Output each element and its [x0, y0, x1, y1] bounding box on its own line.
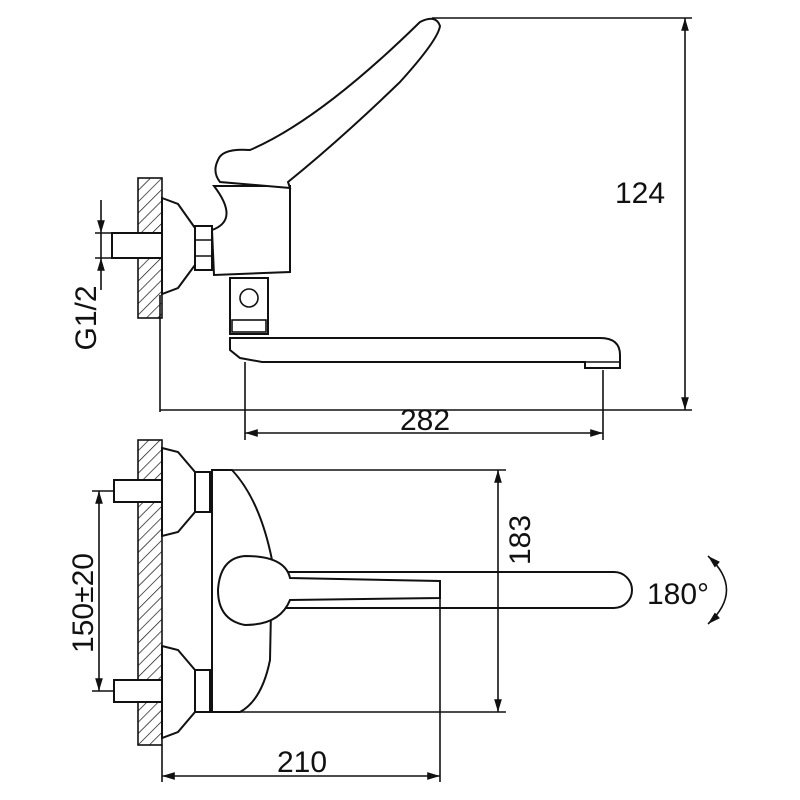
lever-handle-front	[216, 554, 441, 627]
lever-handle	[214, 17, 442, 190]
inlet-pipe-lower	[113, 679, 163, 703]
inlet-pipe	[111, 232, 163, 259]
wall-to-lever-label: 210	[277, 746, 327, 779]
nut	[194, 225, 213, 271]
escutcheon-upper	[161, 446, 196, 538]
front-view: 183 150±20 210 180°	[67, 439, 728, 782]
mixer-body	[210, 185, 291, 277]
thread-size-label: G1/2	[70, 285, 103, 350]
height-dimension-label: 124	[615, 177, 665, 210]
body-height-label: 183	[504, 515, 537, 565]
inlet-pipe-upper	[113, 479, 163, 503]
swivel-arrow-icon	[707, 555, 728, 625]
spout	[229, 337, 621, 369]
swivel-angle-label: 180°	[647, 578, 709, 611]
escutcheon-lower	[161, 644, 196, 740]
spout-connector	[229, 277, 269, 335]
side-view: 124 282 G1/2	[70, 17, 692, 440]
nut-upper	[194, 471, 211, 513]
spout-reach-label: 282	[400, 404, 450, 437]
nut-lower	[194, 669, 211, 713]
inlet-spacing-label: 150±20	[67, 553, 100, 653]
escutcheon	[161, 196, 196, 296]
